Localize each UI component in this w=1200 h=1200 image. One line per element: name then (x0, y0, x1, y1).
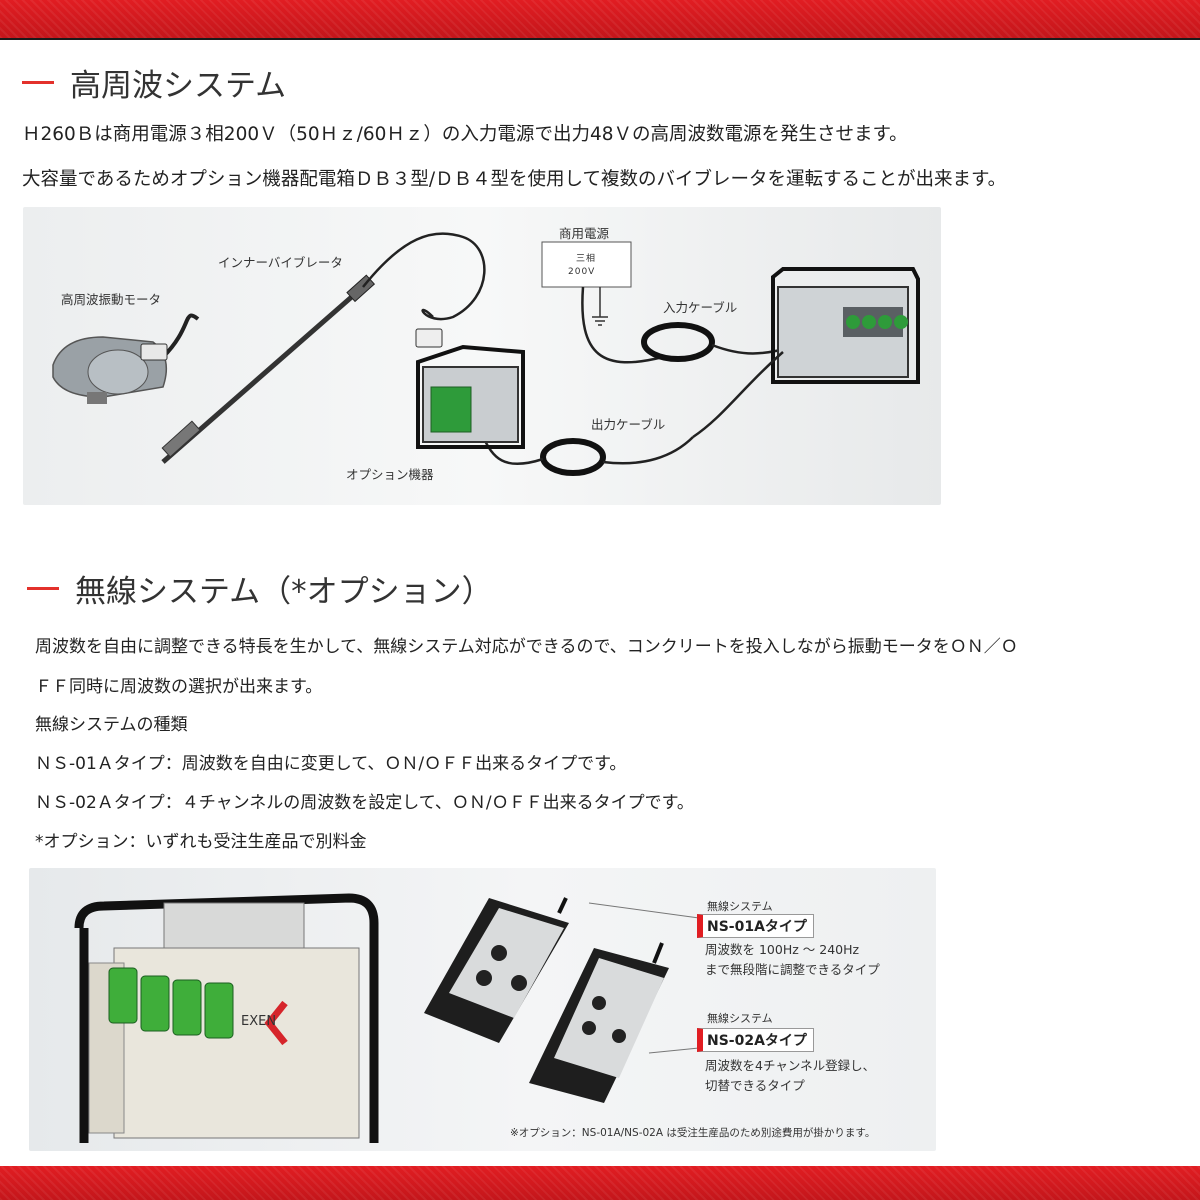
title-dash (22, 81, 54, 84)
paragraph-line: Ｈ260Ｂは商用電源３相200Ｖ（50Ｈｚ/60Ｈｚ）の入力電源で出力48Ｖの高… (22, 124, 908, 145)
section-title-wireless: 無線システム（*オプション） (27, 566, 493, 611)
sys2-type: NS-02Aタイプ (697, 1028, 814, 1052)
label-power: 商用電源 (559, 226, 610, 241)
option-box (416, 344, 525, 449)
label-inner-vibrator: インナーバイブレータ (218, 255, 343, 270)
paragraph-line: ＦＦ同時に周波数の選択が出来ます。 (35, 677, 323, 697)
power-box (541, 241, 664, 364)
main-unit (692, 267, 920, 439)
label-input-cable: 入力ケーブル (663, 300, 738, 315)
top-red-band (0, 0, 1200, 40)
input-cable-coil (641, 322, 794, 362)
sys1-label: 無線システム (707, 900, 773, 913)
title-dash (27, 587, 59, 590)
wireless-product-image: EXEN 無線システム NS-01Aタイプ 周波数を 100Hz ～ 240Hz… (29, 868, 936, 1151)
label-output-cable: 出力ケーブル (591, 417, 666, 432)
section-title-text: 高周波システム (70, 68, 287, 104)
system-diagram-drawing (52, 232, 920, 476)
remote-ns02a-illustration (529, 902, 700, 1103)
power-box-line2: 200V (568, 267, 596, 277)
paragraph-line: 大容量であるためオプション機器配電箱ＤＢ３型/ＤＢ４型を使用して複数のバイブレー… (22, 169, 1007, 190)
paragraph-line: ＮＳ-02Ａタイプ：４チャンネルの周波数を設定して、ＯＮ/ＯＦＦ出来るタイプです… (35, 793, 694, 813)
power-box-line1: 三相 (576, 254, 597, 264)
brand-logo-text: EXEN (241, 1014, 277, 1029)
system-diagram: 高周波振動モータ インナーバイブレータ 商用電源 三相 200V 入力ケーブル … (23, 207, 941, 505)
footnote: ※オプション：NS-01A/NS-02A は受注生産品のため別途費用が掛かります… (510, 1127, 876, 1139)
sys1-type: NS-01Aタイプ (697, 914, 814, 938)
bottom-red-band (0, 1166, 1200, 1200)
paragraph-line: *オプション：いずれも受注生産品で別料金 (35, 832, 367, 852)
label-option-equipment: オプション機器 (346, 467, 434, 482)
sys2-description: 周波数を4チャンネル登録し、 切替できるタイプ (705, 1058, 876, 1093)
remote-ns01a-illustration (424, 897, 569, 1043)
motor-illustration (52, 313, 200, 404)
label-motor: 高周波振動モータ (61, 292, 162, 307)
power-unit-illustration (74, 893, 379, 1143)
paragraph-line: 周波数を自由に調整できる特長を生かして、無線システム対応ができるので、コンクリー… (35, 637, 1018, 657)
sys2-label: 無線システム (707, 1012, 773, 1025)
paragraph-line: ＮＳ-01Ａタイプ：周波数を自由に変更して、ＯＮ/ＯＦＦ出来るタイプです。 (35, 754, 627, 774)
paragraph-line: 無線システムの種類 (35, 715, 188, 735)
sys1-description: 周波数を 100Hz ～ 240Hz まで無段階に調整できるタイプ (705, 942, 880, 977)
inner-vibrator-illustration (161, 232, 486, 464)
section-title-high-frequency: 高周波システム (22, 60, 286, 105)
section-title-text: 無線システム（*オプション） (75, 574, 493, 610)
wireless-product-drawing (74, 893, 700, 1143)
